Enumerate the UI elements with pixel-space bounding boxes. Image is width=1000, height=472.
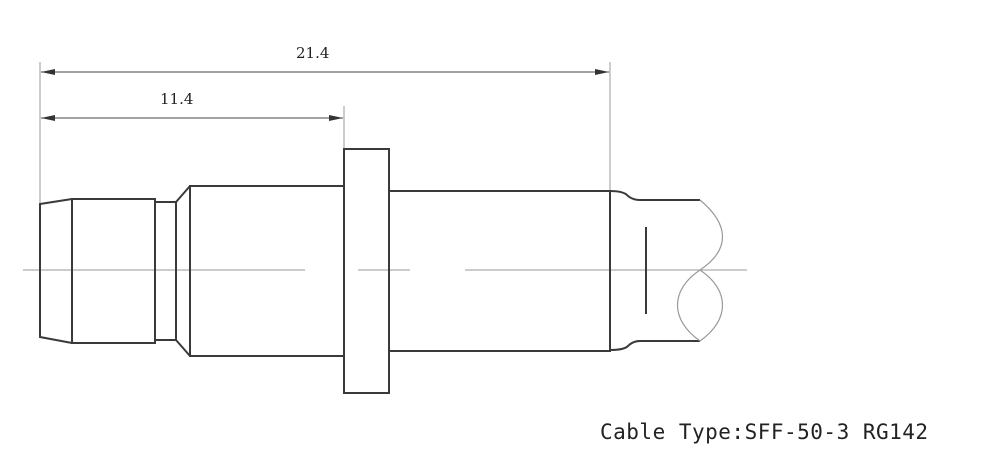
rear-body xyxy=(388,190,611,352)
neck xyxy=(154,201,177,341)
dimension-label-overall: 21.4 xyxy=(296,44,329,62)
extension-lines xyxy=(39,62,611,204)
body-chamfer xyxy=(175,185,191,357)
front-body xyxy=(189,185,345,357)
flange xyxy=(343,148,390,394)
crimp-transition xyxy=(609,190,700,351)
cable-type-caption: Cable Type:SFF-50-3 RG142 xyxy=(600,420,929,444)
cable-break-symbol xyxy=(677,199,723,342)
nose-chamfer xyxy=(39,198,73,344)
knurl-section xyxy=(71,198,156,344)
dimension-label-flange: 11.4 xyxy=(160,90,193,108)
connector-outline xyxy=(39,148,700,394)
